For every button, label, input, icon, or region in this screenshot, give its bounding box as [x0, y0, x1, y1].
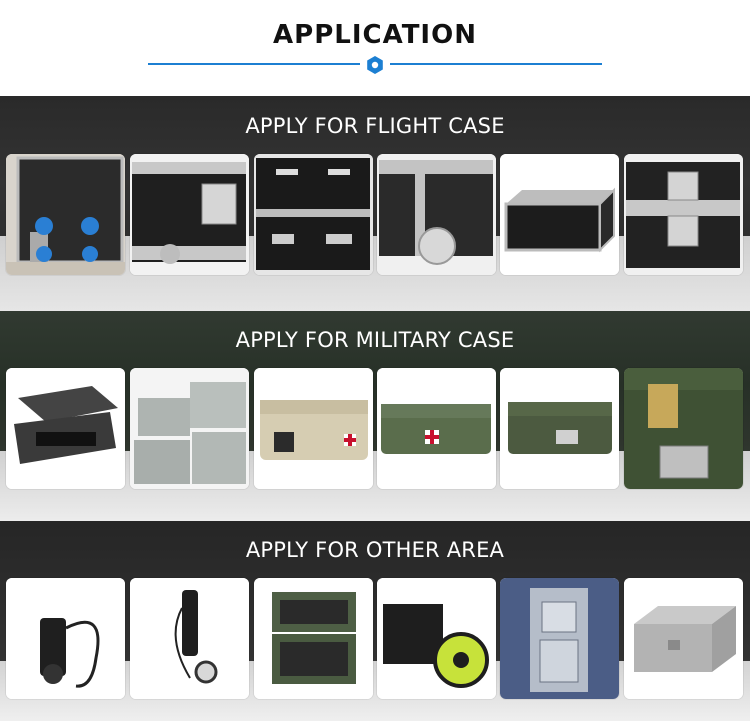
stacked-rack-cases-image: [254, 578, 373, 699]
green-medical-case-image: [377, 368, 496, 489]
stainless-steel-box-image: [624, 578, 743, 699]
stacked-grey-cases-image: [130, 368, 249, 489]
header-divider-right: [390, 63, 602, 65]
section-title: APPLY FOR MILITARY CASE: [235, 328, 515, 352]
header: APPLICATION: [0, 0, 750, 96]
open-rugged-case-foam-image: [6, 368, 125, 489]
flight-case-with-blue-wheels-image: [6, 154, 125, 275]
flight-case-corner-latch-image: [130, 154, 249, 275]
page-title: APPLICATION: [273, 20, 477, 50]
section-flight-case: APPLY FOR FLIGHT CASE: [0, 96, 750, 311]
diving-torch-image: [130, 578, 249, 699]
diving-light-with-cable-image: [6, 578, 125, 699]
header-divider-left: [148, 63, 360, 65]
open-flight-case-black-panels-image: [254, 154, 373, 275]
green-case-latch-closeup-image: [624, 368, 743, 489]
flight-case-ball-corner-image: [377, 154, 496, 275]
green-military-case-image: [500, 368, 619, 489]
rack-flight-case-image: [500, 154, 619, 275]
tan-medical-case-image: [254, 368, 373, 489]
section-military-case: APPLY FOR MILITARY CASE: [0, 311, 750, 521]
cable-reel-case-image: [377, 578, 496, 699]
section-other-area: APPLY FOR OTHER AREA: [0, 521, 750, 721]
section-title: APPLY FOR OTHER AREA: [245, 538, 505, 562]
flight-case-butterfly-latch-image: [624, 154, 743, 275]
section-title: APPLY FOR FLIGHT CASE: [245, 114, 505, 138]
steel-case-latch-closeup-image: [500, 578, 619, 699]
gear-icon: [367, 56, 383, 74]
